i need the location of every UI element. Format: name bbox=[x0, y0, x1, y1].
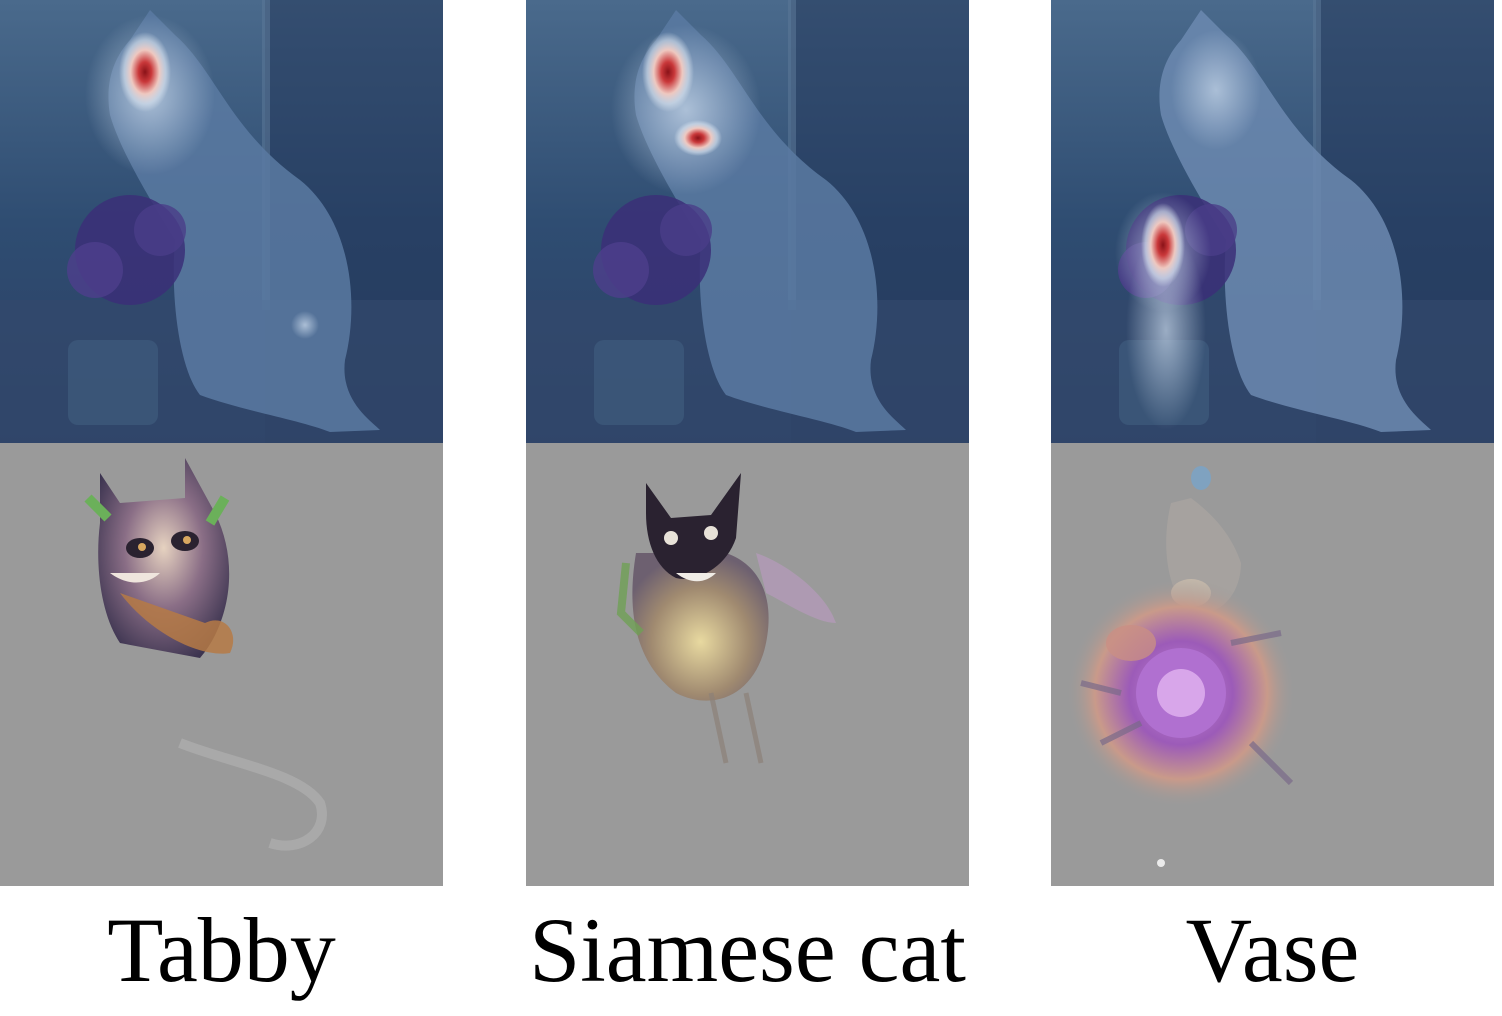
cat-by-window-heatmap-icon bbox=[1051, 0, 1494, 443]
heatmap-tabby bbox=[0, 0, 443, 443]
saliency-vase bbox=[1051, 443, 1494, 886]
label-tabby: Tabby bbox=[107, 899, 336, 1001]
saliency-siamese-cat bbox=[526, 443, 969, 886]
saliency-tabby bbox=[0, 443, 443, 886]
tabby-saliency-icon bbox=[0, 443, 443, 886]
cat-by-window-heatmap-icon bbox=[526, 0, 969, 443]
panel-siamese-cat bbox=[526, 0, 969, 886]
vase-saliency-icon bbox=[1051, 443, 1494, 886]
panel-vase bbox=[1051, 0, 1494, 886]
label-siamese-cat: Siamese cat bbox=[529, 899, 966, 1001]
heatmap-vase bbox=[1051, 0, 1494, 443]
panel-tabby bbox=[0, 0, 443, 886]
siamese-saliency-icon bbox=[526, 443, 969, 886]
label-vase: Vase bbox=[1185, 899, 1360, 1001]
heatmap-siamese-cat bbox=[526, 0, 969, 443]
cat-by-window-heatmap-icon bbox=[0, 0, 443, 443]
